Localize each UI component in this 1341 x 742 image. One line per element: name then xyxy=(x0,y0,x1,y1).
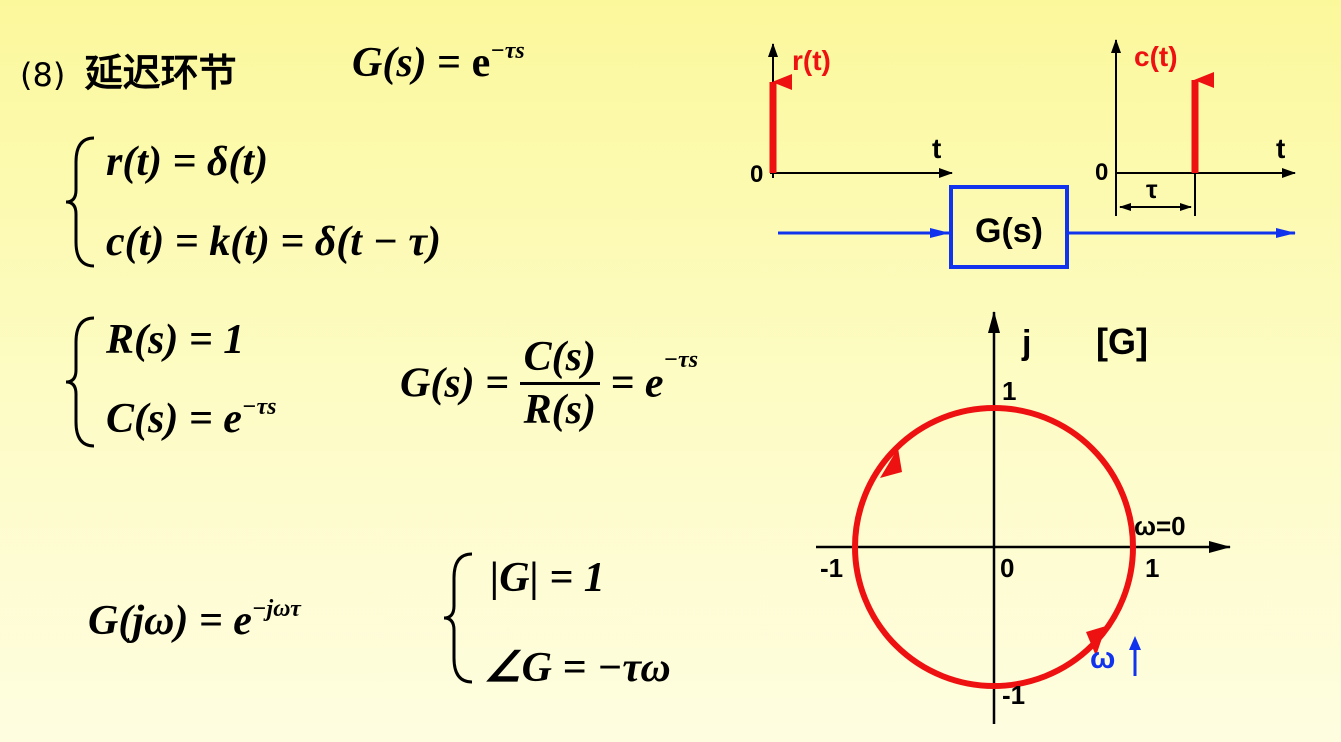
delay-block-diagram: r(t) 0 t τ c(t) 0 t G(s) xyxy=(750,39,1296,269)
tf-exp: −τs xyxy=(663,347,699,374)
label-minus-one-bottom: -1 xyxy=(1002,680,1025,710)
title-gs: G(s) xyxy=(352,40,427,86)
gs-block xyxy=(949,185,1069,269)
label-one-top: 1 xyxy=(1002,376,1016,406)
title-equation: G(s) = e−τs xyxy=(352,38,525,87)
C-eq-exp: −τs xyxy=(241,394,277,420)
brace-icon xyxy=(443,552,473,684)
omega-label: ω xyxy=(1090,642,1115,675)
R-equation: R(s) = 1 xyxy=(106,317,245,363)
magnitude-equation: |G| = 1 xyxy=(490,555,605,601)
label-origin: 0 xyxy=(1000,553,1014,583)
input-t-label: t xyxy=(932,133,941,164)
tau-label: τ xyxy=(1146,174,1158,204)
freq-lhs: G(jω) = e xyxy=(88,598,252,644)
r-equation: r(t) = δ(t) xyxy=(106,139,269,185)
section-number: (8) xyxy=(20,56,66,94)
tf-rhs: = e xyxy=(610,360,664,407)
output-t-label: t xyxy=(1276,133,1285,164)
tf-lhs: G(s) = xyxy=(400,360,510,407)
freq-response: G(jω) = e−jωτ xyxy=(88,596,301,645)
C-eq-lhs: C(s) = e xyxy=(106,396,242,442)
C-equation: C(s) = e−τs xyxy=(106,394,276,443)
title-eq: = e xyxy=(426,40,491,86)
section-title: (8) 延迟环节 xyxy=(20,42,237,97)
tf-numerator: C(s) xyxy=(519,334,600,385)
c-equation: c(t) = k(t) = δ(t − τ) xyxy=(106,219,442,265)
omega-arrow-head-icon xyxy=(1129,636,1141,650)
label-one-right: 1 xyxy=(1145,553,1159,583)
circle-direction-arrow-upper xyxy=(880,448,902,478)
j-label: j xyxy=(1021,324,1031,362)
s-domain-brace xyxy=(62,312,102,457)
title-exp: −τs xyxy=(490,38,525,64)
input-label: r(t) xyxy=(792,45,831,76)
brace-icon xyxy=(65,136,95,268)
circle-direction-arrow-lower xyxy=(1086,626,1106,656)
freq-brace xyxy=(440,548,480,693)
output-label: c(t) xyxy=(1134,41,1178,72)
phase-equation: ∠G = −τω xyxy=(484,645,671,691)
section-name: 延迟环节 xyxy=(84,51,237,95)
label-minus-one-left: -1 xyxy=(820,553,843,583)
tf-denominator: R(s) xyxy=(523,387,596,433)
transfer-function: G(s) = C(s) R(s) = e−τs xyxy=(400,334,698,433)
unit-circle xyxy=(852,405,1136,689)
time-domain-brace xyxy=(62,132,102,277)
block-label: G(s) xyxy=(975,212,1043,250)
freq-exp: −jωτ xyxy=(251,596,301,622)
brace-icon xyxy=(65,316,95,448)
plane-label: [G] xyxy=(1096,321,1148,362)
nyquist-plot: j [G] 1 -1 0 1 -1 ω=0 ω xyxy=(816,311,1231,724)
tf-fraction: C(s) R(s) xyxy=(519,334,600,433)
omega-zero-label: ω=0 xyxy=(1134,511,1186,541)
input-zero: 0 xyxy=(750,161,763,188)
output-zero: 0 xyxy=(1095,159,1108,186)
